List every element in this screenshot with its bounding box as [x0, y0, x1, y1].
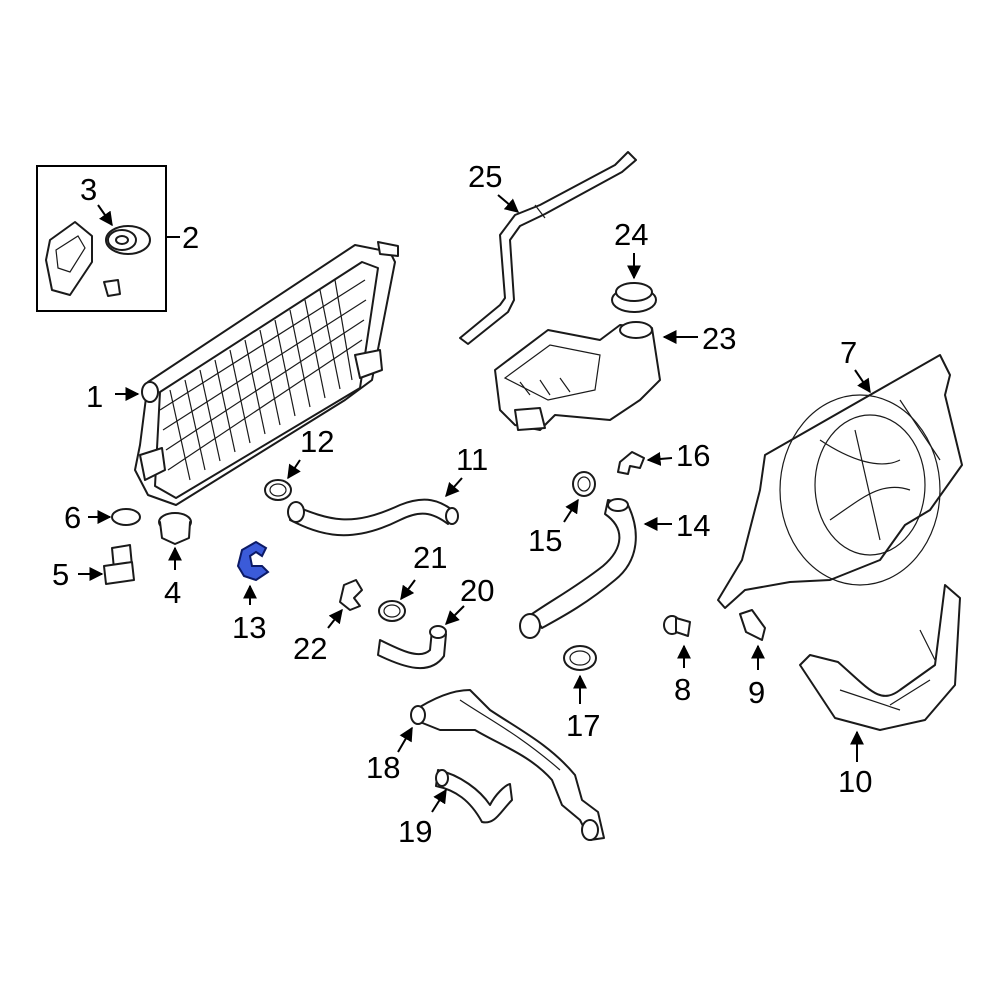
part-14-hose — [519, 498, 637, 639]
part-16-clamp — [617, 451, 645, 475]
part-20-elbow — [377, 625, 447, 670]
callout-1: 1 — [86, 379, 103, 414]
callout-14: 14 — [676, 508, 710, 543]
part-23-reservoir — [494, 321, 661, 431]
part-8-bolt — [663, 615, 691, 637]
callout-4: 4 — [164, 575, 181, 610]
callout-2: 2 — [182, 220, 199, 255]
part-25-vent-hose — [459, 151, 637, 345]
part-11-hose — [287, 498, 459, 537]
part-17-clamp — [563, 645, 597, 671]
part-5-drain-plug — [103, 544, 135, 585]
callout-18: 18 — [366, 750, 400, 785]
callout-11: 11 — [456, 442, 488, 477]
part-15-oring — [572, 471, 596, 497]
callout-labels: 1 2 3 4 5 6 7 8 9 10 11 12 13 14 15 16 1… — [52, 159, 872, 849]
callout-22: 22 — [293, 631, 327, 666]
callout-21: 21 — [413, 540, 447, 575]
callout-12: 12 — [300, 424, 334, 459]
callout-5: 5 — [52, 557, 69, 592]
callout-8: 8 — [674, 672, 691, 707]
part-9-clip — [739, 609, 766, 641]
callout-24: 24 — [614, 217, 648, 252]
callout-15: 15 — [528, 523, 562, 558]
part-10-lower-shroud — [799, 584, 961, 731]
callout-10: 10 — [838, 764, 872, 799]
part-7-fan-shroud — [717, 354, 963, 609]
callout-17: 17 — [566, 708, 600, 743]
part-4-mount — [158, 512, 192, 545]
callout-13: 13 — [232, 610, 266, 645]
callout-6: 6 — [64, 500, 81, 535]
part-24-cap — [611, 282, 657, 313]
part-18-hose-assembly — [410, 689, 605, 841]
callout-3: 3 — [80, 172, 97, 207]
callout-25: 25 — [468, 159, 502, 194]
part-19-hose — [435, 769, 513, 824]
callout-19: 19 — [398, 814, 432, 849]
callout-20: 20 — [460, 573, 494, 608]
inset-box — [36, 165, 180, 312]
part-22-clamp — [339, 579, 363, 611]
radiator — [134, 241, 399, 506]
callout-16: 16 — [676, 438, 710, 473]
callout-7: 7 — [840, 335, 857, 370]
part-13-clamp-highlighted[interactable] — [236, 540, 270, 582]
callout-9: 9 — [748, 675, 765, 710]
part-6-oring — [111, 508, 141, 526]
callout-23: 23 — [702, 321, 736, 356]
part-12-oring — [264, 479, 292, 501]
part-21-oring — [378, 600, 406, 622]
